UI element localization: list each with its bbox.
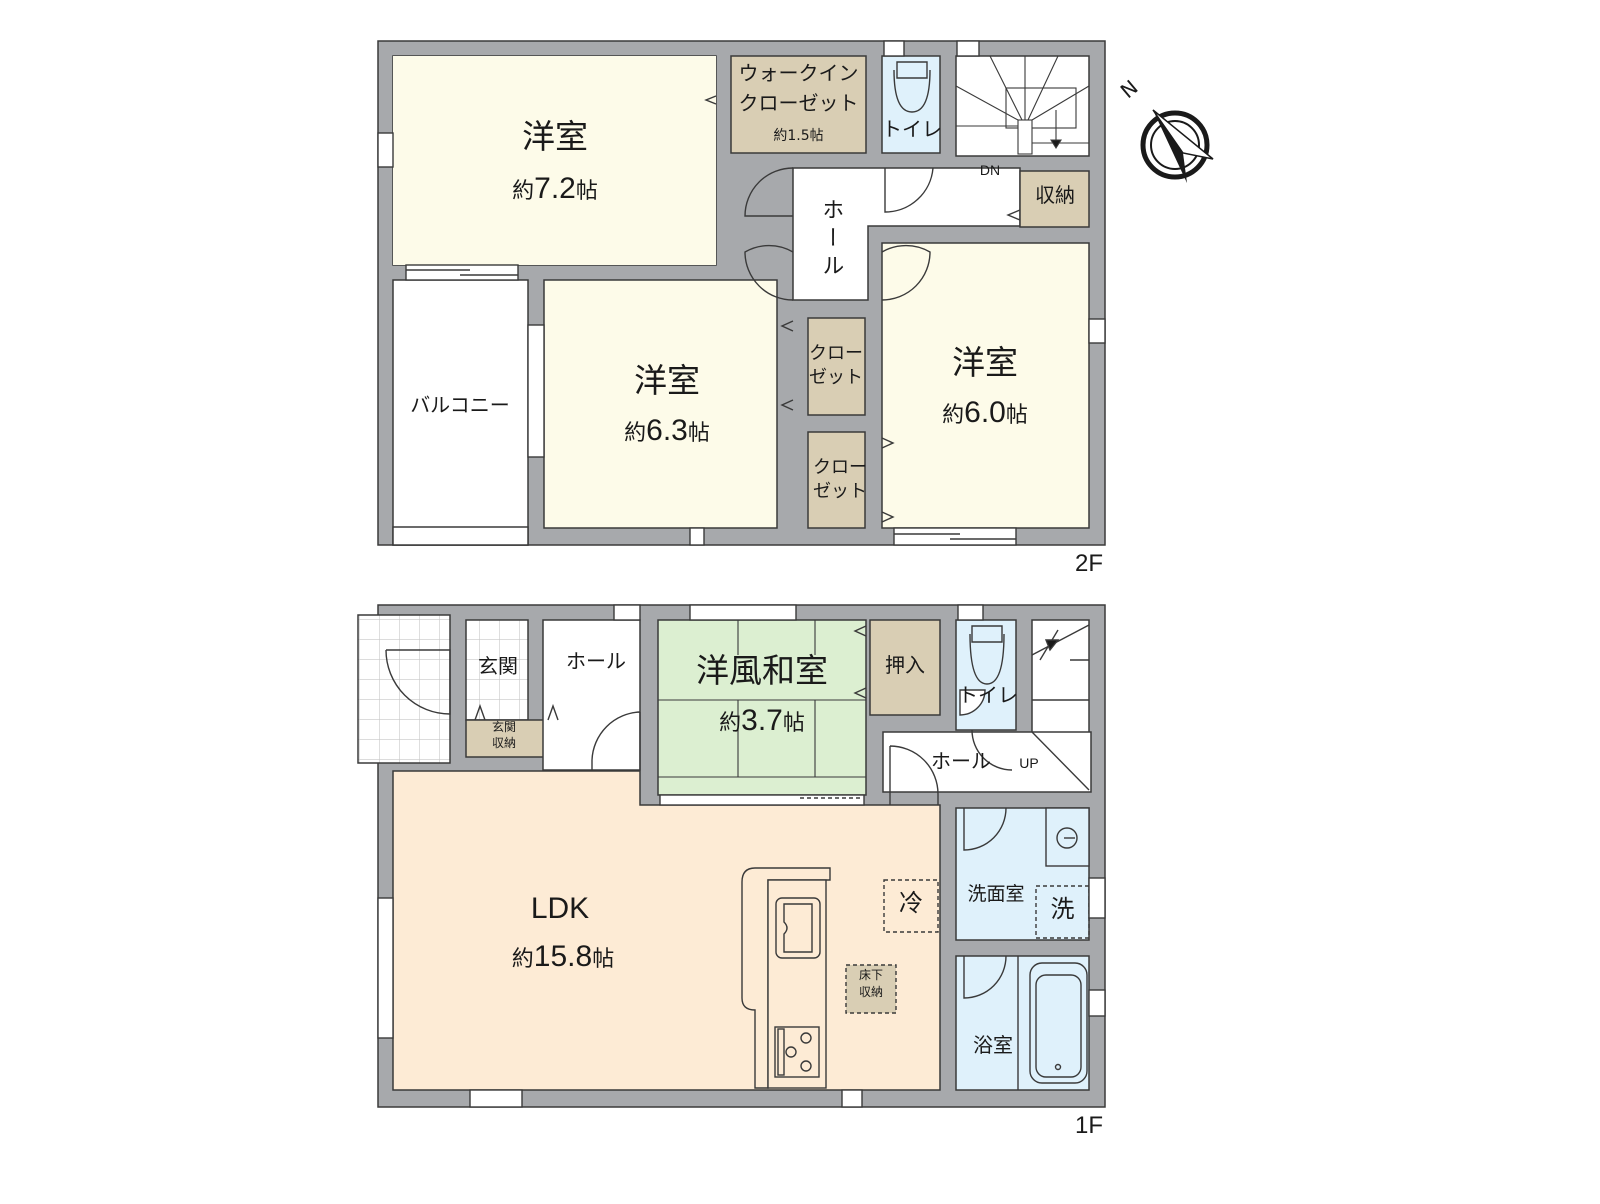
closet-1-line2: ゼット [809, 367, 863, 388]
size-value: 6.0 [964, 396, 1006, 429]
ldk-name: LDK [530, 892, 590, 925]
room-hall-front [542, 619, 641, 771]
washer-space-label: 洗 [1050, 895, 1075, 923]
size-prefix: 約 [719, 711, 742, 736]
bedroom-6-0-name: 洋室 [952, 343, 1018, 382]
closet-2-line1: クロー [813, 457, 867, 478]
room-bedroom-6-3 [543, 279, 778, 529]
stairs-up-label: UP [1019, 755, 1039, 771]
size-prefix: 約 [624, 421, 647, 446]
bedroom-6-3-size: 約6.3帖 [597, 414, 737, 449]
balcony-label: バルコニー [410, 393, 510, 417]
room-closet-1 [807, 317, 866, 416]
north-arrow-icon [1140, 109, 1214, 183]
hall-back-label: ホール [931, 749, 991, 773]
washroom-label: 洗面室 [967, 883, 1025, 905]
size-value: 7.2 [534, 172, 576, 205]
room-oshiire [869, 619, 941, 716]
size-prefix: 約 [942, 403, 965, 428]
stairs-down-label: DN [979, 162, 1001, 178]
size-value: 6.3 [646, 414, 688, 447]
size-value: 1.5 [787, 128, 810, 144]
size-unit: 帖 [809, 128, 824, 144]
room-japanese [657, 619, 867, 796]
size-unit: 帖 [782, 711, 805, 736]
bedroom-6-0-size: 約6.0帖 [915, 396, 1055, 431]
size-unit: 帖 [592, 947, 615, 972]
hall-front-label: ホール [566, 649, 626, 673]
size-prefix: 約 [512, 179, 535, 204]
room-ldk [392, 770, 941, 1091]
size-unit: 帖 [687, 421, 710, 446]
room-entrance [465, 619, 529, 721]
size-prefix: 約 [511, 947, 534, 972]
entrance-storage-line2: 収納 [491, 736, 516, 750]
second-floor [377, 40, 1106, 546]
toilet-1f-label: トイレ [958, 683, 1018, 707]
bathroom-label: 浴室 [973, 1033, 1013, 1057]
room-storage-2f [1019, 170, 1090, 228]
size-value: 15.8 [533, 940, 593, 973]
underfloor-storage-line2: 収納 [858, 985, 883, 999]
bedroom-7-2-name: 洋室 [522, 117, 588, 156]
room-bedroom-6-0 [881, 242, 1090, 529]
size-prefix: 約 [773, 128, 788, 144]
floor-tag-2f: 2F [1075, 550, 1104, 577]
storage-2f-label: 収納 [1035, 183, 1075, 207]
ldk-size: 約15.8帖 [488, 940, 638, 975]
room-closet-2 [807, 431, 866, 529]
walkin-closet-size: 約1.5帖 [731, 128, 866, 144]
floor-tag-1f: 1F [1075, 1112, 1104, 1139]
oshiire-label: 押入 [885, 653, 925, 677]
walkin-closet-line2: クローゼット [738, 91, 859, 115]
hall-2f-label: ホール [818, 198, 844, 282]
closet-2-line2: ゼット [813, 481, 867, 502]
toilet-2f-label: トイレ [882, 117, 942, 141]
entrance-label: 玄関 [478, 654, 518, 678]
bedroom-6-3-name: 洋室 [634, 361, 700, 400]
size-value: 3.7 [741, 704, 783, 737]
second-floor-fixtures [377, 40, 1106, 546]
size-unit: 帖 [1005, 403, 1028, 428]
room-walkin-closet [730, 55, 867, 154]
walkin-closet-line1: ウォークイン [738, 61, 859, 85]
fridge-space-label: 冷 [899, 889, 923, 917]
japanese-room-name: 洋風和室 [696, 651, 828, 690]
first-floor-fixtures [377, 604, 1106, 1108]
bedroom-7-2-size: 約7.2帖 [485, 172, 625, 207]
underfloor-storage-line1: 床下 [858, 968, 883, 982]
size-unit: 帖 [575, 179, 598, 204]
porch [357, 614, 451, 764]
japanese-room-size: 約3.7帖 [692, 704, 832, 739]
entrance-storage-line1: 玄関 [491, 720, 516, 734]
closet-1-line1: クロー [809, 343, 863, 364]
